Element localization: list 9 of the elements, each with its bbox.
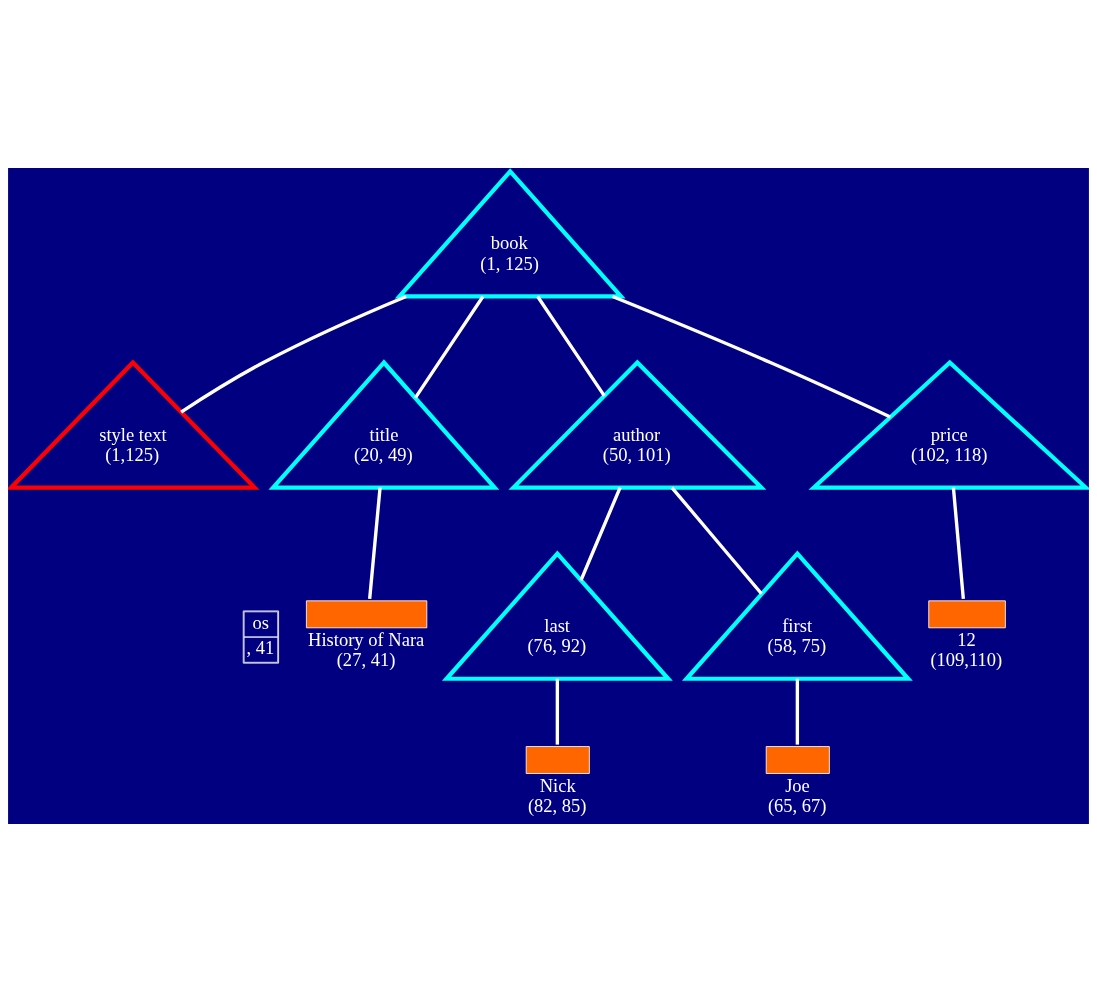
node-label: (82, 85) xyxy=(527,794,587,816)
node-label: 12 xyxy=(957,628,976,650)
node-label: (109,110) xyxy=(930,648,1003,670)
node-label: (65, 67) xyxy=(767,794,827,816)
node-label: Nick xyxy=(539,774,576,796)
label: os xyxy=(252,611,269,633)
node-label: Joe xyxy=(785,774,810,796)
label: , 41 xyxy=(246,636,275,658)
node-label: History of Nara xyxy=(308,628,425,650)
